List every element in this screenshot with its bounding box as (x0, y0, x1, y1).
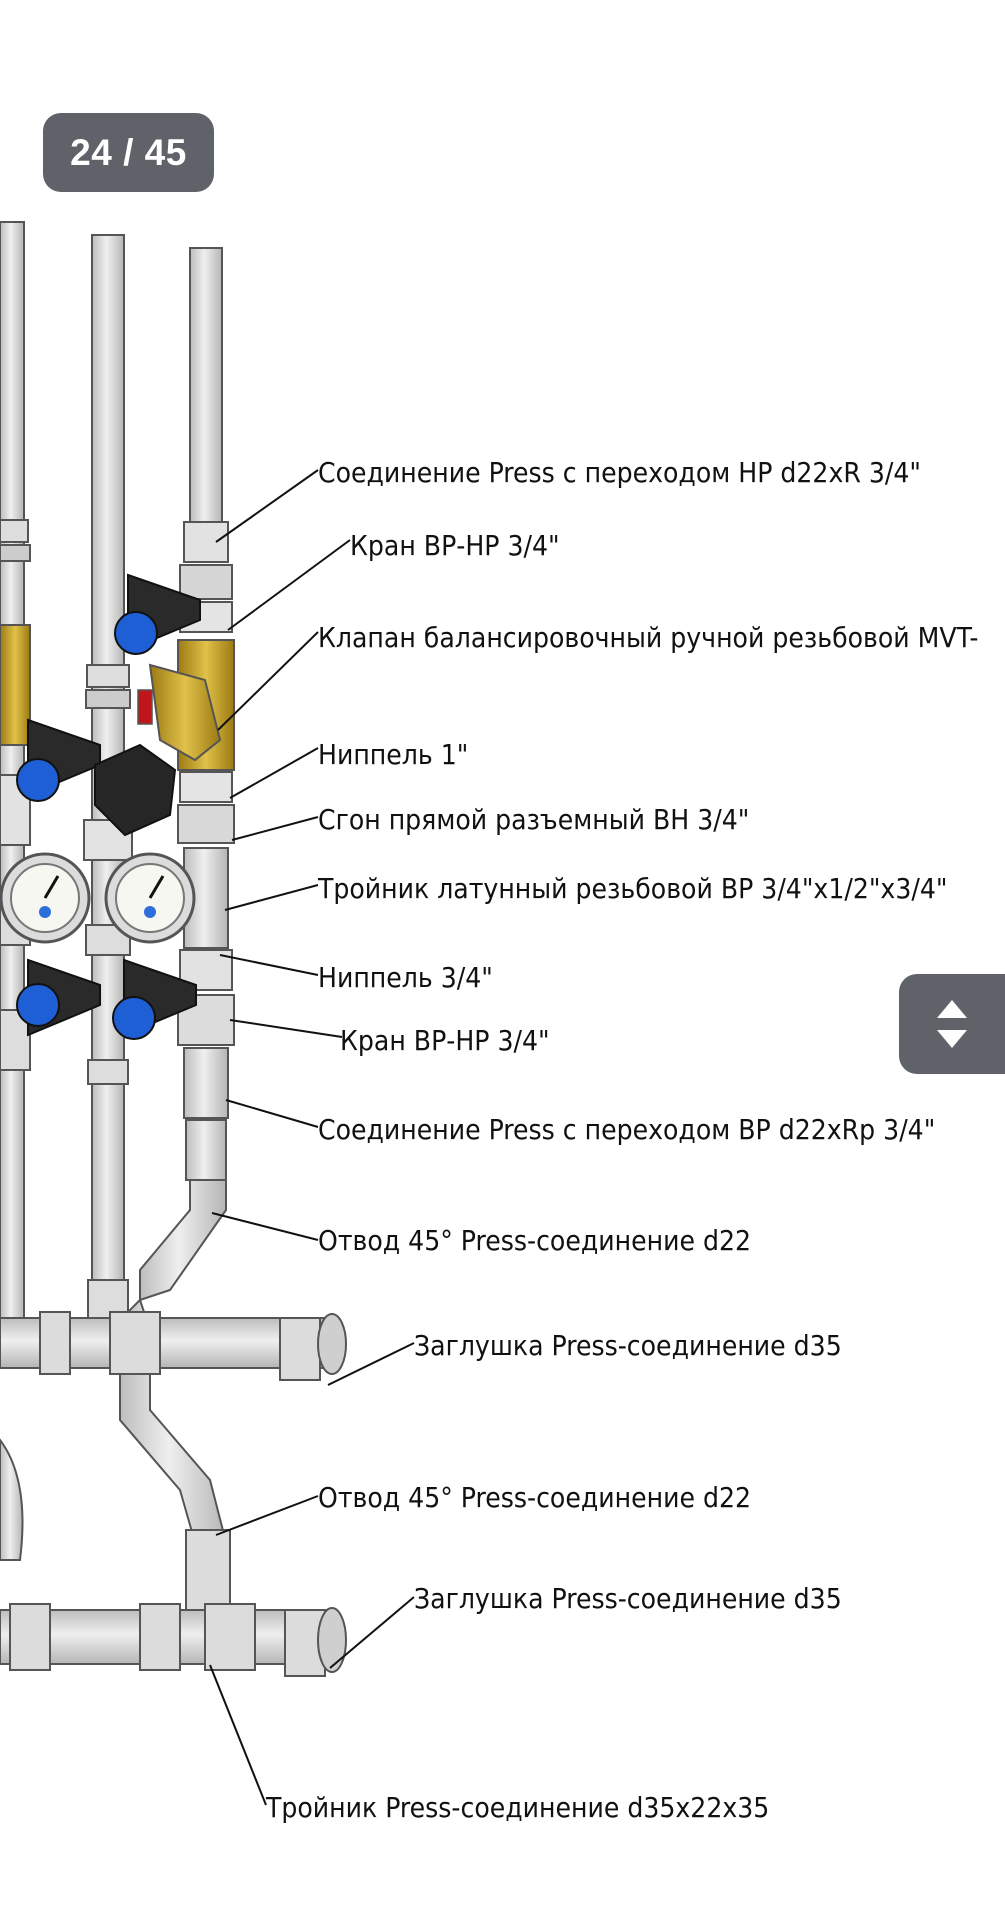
leader-line (229, 747, 319, 799)
leader-line (211, 1212, 319, 1241)
page-counter-text: 24 / 45 (70, 131, 187, 173)
leader-line (219, 954, 319, 976)
ball-valve-left-mid (16, 718, 101, 802)
pressure-gauge-right (104, 852, 196, 944)
scroll-handle[interactable] (899, 974, 1005, 1074)
callout-label: Клапан балансировочный ручной резьбовой … (318, 621, 979, 654)
leader-line (209, 1664, 267, 1806)
callout-label: Сгон прямой разъемный ВН 3/4" (318, 803, 749, 836)
scroll-up-down-icon (937, 1000, 967, 1048)
callout-label: Отвод 45° Press-соединение d22 (318, 1224, 751, 1257)
ball-valve-lower-right (112, 958, 197, 1040)
pipe-right (119, 247, 235, 1641)
page-counter: 24 / 45 (43, 113, 214, 192)
leader-line (225, 1099, 319, 1128)
manifold-lower (0, 1603, 347, 1677)
leader-line (229, 1019, 343, 1038)
leader-line (215, 1495, 319, 1536)
ball-valve-upper (114, 573, 201, 655)
callout-label: Тройник латунный резьбовой ВР 3/4"x1/2"x… (317, 872, 947, 905)
callout-label: Тройник Press-соединение d35x22x35 (265, 1791, 769, 1824)
leader-line (217, 631, 319, 731)
callout-label: Соединение Press с переходом НР d22xR 3/… (318, 456, 921, 489)
ball-valve-lower-left (16, 958, 101, 1037)
leader-line (329, 1596, 415, 1669)
callout-labels: Соединение Press с переходом НР d22xR 3/… (265, 456, 979, 1824)
leader-line (227, 539, 351, 631)
leader-line (224, 884, 319, 911)
pressure-gauge-left (0, 852, 91, 944)
balancing-valve (94, 663, 222, 837)
leader-line (215, 469, 319, 543)
callout-label: Соединение Press с переходом ВР d22xRp 3… (318, 1113, 935, 1146)
callout-label: Заглушка Press-соединение d35 (414, 1582, 842, 1615)
pipe-left (0, 221, 31, 1561)
leader-line (231, 816, 319, 841)
leader-lines (209, 469, 415, 1806)
callout-label: Ниппель 3/4" (318, 961, 493, 994)
callout-label: Кран ВР-НР 3/4" (340, 1024, 550, 1057)
callout-label: Кран ВР-НР 3/4" (350, 529, 560, 562)
callout-label: Заглушка Press-соединение d35 (414, 1329, 842, 1362)
leader-line (327, 1342, 415, 1386)
callout-label: Отвод 45° Press-соединение d22 (318, 1481, 751, 1514)
manifold-upper (0, 1311, 347, 1381)
callout-label: Ниппель 1" (318, 738, 468, 771)
